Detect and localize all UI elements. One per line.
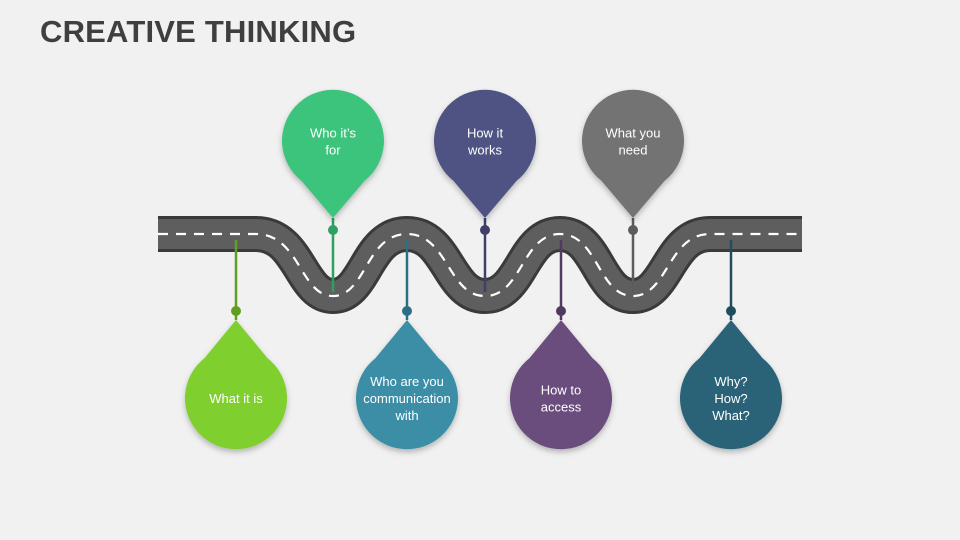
pin-drop (356, 320, 458, 450)
bottom-pin-1: What it is (185, 240, 287, 450)
top-pin-1: Who it’s for (282, 89, 385, 292)
pin-dot (231, 306, 241, 316)
pin-drop (680, 320, 782, 450)
pin-dot (480, 225, 490, 235)
pin-dot (628, 225, 638, 235)
pin-label: What? (712, 408, 750, 423)
pin-label: How it (467, 126, 504, 141)
pin-label: How? (714, 391, 747, 406)
pin-label: need (619, 143, 648, 158)
bottom-pins: What it is Who are you communication with Ho… (185, 240, 782, 450)
pin-label: Why? (714, 374, 747, 389)
pin-drop (582, 89, 684, 218)
pin-label: for (325, 143, 341, 158)
slide-title: CREATIVE THINKING (40, 14, 357, 49)
pin-drop (282, 89, 385, 219)
pin-drop (509, 320, 612, 450)
pin-label: Who it’s (310, 126, 356, 141)
pin-dot (556, 306, 566, 316)
pin-dot (726, 306, 736, 316)
pin-dot (328, 225, 338, 235)
winding-road (158, 216, 802, 314)
pin-drop (434, 89, 536, 219)
top-pin-3: What you need (582, 89, 684, 292)
pin-label: How to (541, 383, 581, 398)
pin-label: with (394, 408, 418, 423)
bottom-pin-3: How to access (509, 240, 612, 450)
pin-dot (402, 306, 412, 316)
road-surface (158, 219, 802, 311)
pin-label: What it is (209, 391, 263, 406)
bottom-pin-2: Who are you communication with (356, 240, 458, 450)
top-pin-2: How it works (434, 89, 536, 292)
top-pins: Who it’s for How it works What you need (282, 89, 684, 292)
pin-label: communication (363, 391, 450, 406)
bottom-pin-4: Why? How? What? (680, 240, 782, 450)
pin-drop (185, 320, 287, 450)
road-lane-markings (158, 232, 802, 298)
pin-label: What you (606, 126, 661, 141)
pin-label: works (467, 143, 502, 158)
pin-label: access (541, 400, 582, 415)
pin-label: Who are you (370, 374, 444, 389)
